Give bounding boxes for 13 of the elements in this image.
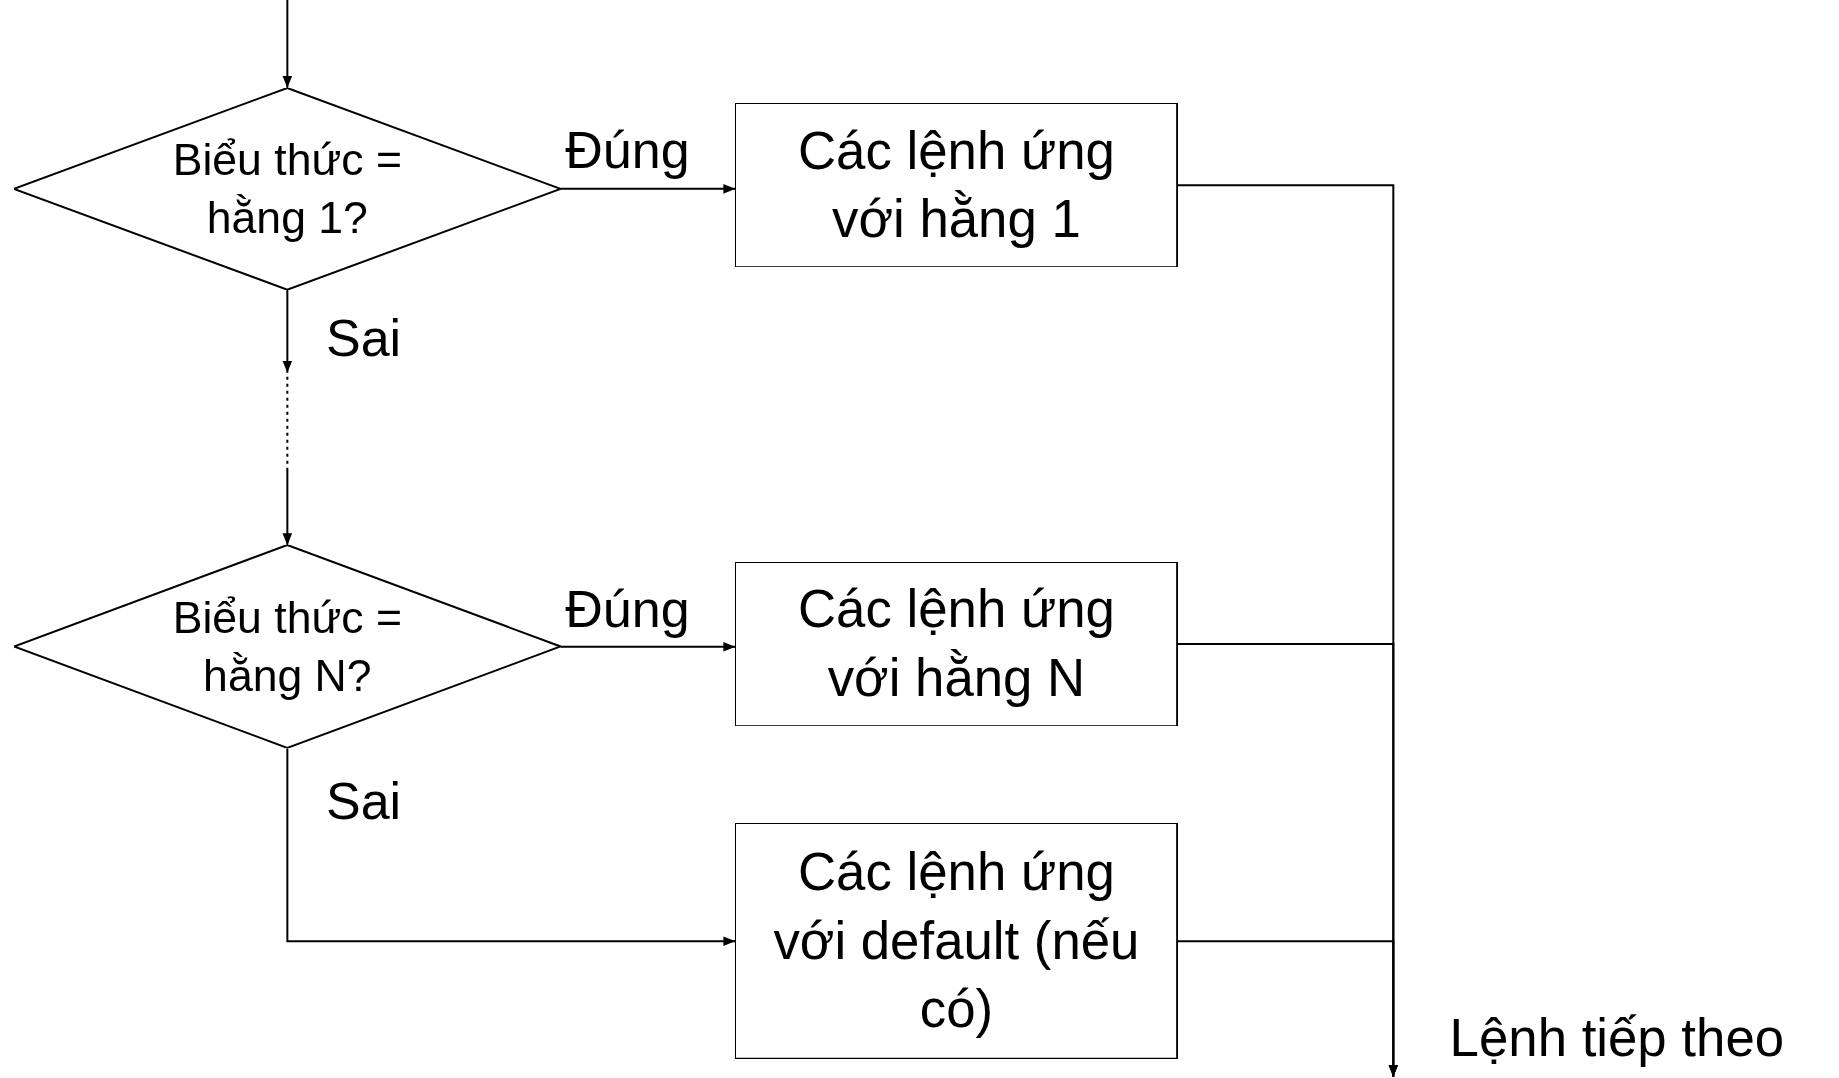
arrow — [282, 288, 292, 547]
node-text: Biểu thức = hằng 1? — [171, 133, 403, 244]
node-text: Các lệnh ứng với default (nếu có) — [772, 841, 1141, 1041]
node-text: Các lệnh ứng với hằng 1 — [796, 119, 1116, 251]
arrow — [282, 0, 293, 89]
node-text: Các lệnh ứng với hằng N — [796, 578, 1116, 709]
decision-diamond — [14, 87, 561, 290]
decision-diamond — [14, 545, 561, 749]
terminal-label: Lệnh tiếp theo — [1449, 1006, 1785, 1069]
node-text: Biểu thức = hằng N? — [171, 591, 403, 702]
process-box — [735, 103, 1178, 268]
process-box — [735, 561, 1178, 726]
process-box — [735, 823, 1178, 1060]
